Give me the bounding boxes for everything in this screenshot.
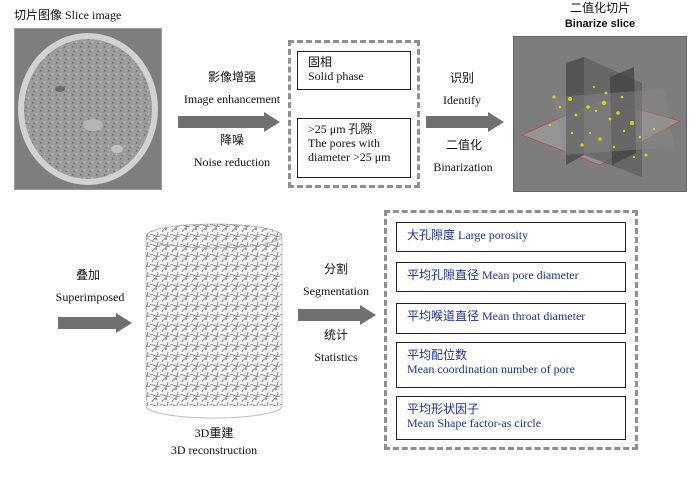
- binarization-cn-label: 二值化: [445, 138, 482, 152]
- statistics-label: Statistics: [314, 350, 358, 364]
- binarization-label: Binarization: [433, 160, 493, 174]
- solid-phase-box: 固相 Solid phase: [297, 51, 411, 90]
- binarize-slice-cn-caption: 二值化切片: [569, 1, 630, 15]
- solid-phase-cn: 固相: [308, 55, 333, 69]
- superimposed-arrow: [58, 313, 132, 333]
- slice-image-caption: 切片图像 Slice image: [14, 8, 122, 22]
- segmentation-arrow: [298, 305, 376, 325]
- solid-phase-en: Solid phase: [308, 69, 364, 83]
- segmentation-label: Segmentation: [303, 284, 369, 298]
- metric-mean-pore-diameter-text: 平均孔隙直径 Mean pore diameter: [407, 268, 579, 282]
- 3d-reconstruction-cn-caption: 3D重建: [194, 426, 234, 440]
- 3d-reconstruction-caption: 3D reconstruction: [170, 443, 258, 457]
- superimposed-label: Superimposed: [55, 290, 125, 304]
- 3d-reconstruction-image: [140, 222, 288, 422]
- image-enhancement-label: Image enhancement: [183, 92, 281, 106]
- binarize-slice-caption: Binarize slice: [564, 18, 636, 30]
- metric-large-porosity-text: 大孔隙度 Large porosity: [407, 228, 529, 242]
- slice-image-graphic: [15, 29, 161, 189]
- pores-box: >25 μm 孔隙 The pores with diameter >25 μm: [297, 118, 411, 178]
- metric-mean-coordination-number-en: Mean coordination number of pore: [407, 362, 575, 376]
- phase-classes-frame: [288, 40, 420, 188]
- 3d-reconstruction-graphic: [145, 223, 283, 419]
- metric-mean-throat-diameter-text: 平均喉道直径 Mean throat diameter: [407, 309, 586, 323]
- binarize-slice-image: [513, 36, 687, 192]
- identify-cn-label: 识别: [449, 71, 474, 85]
- identify-arrow: [426, 112, 504, 132]
- image-enhancement-arrow: [178, 112, 280, 132]
- pores-line3: diameter >25 μm: [308, 150, 391, 164]
- identify-label: Identify: [443, 93, 481, 107]
- metric-mean-shape-factor-en: Mean Shape factor-as circle: [407, 416, 542, 430]
- segmentation-cn-label: 分割: [323, 262, 348, 276]
- metric-large-porosity: 大孔隙度 Large porosity: [396, 222, 626, 252]
- pores-line2: The pores with: [308, 136, 380, 150]
- metrics-frame: [384, 210, 638, 450]
- metric-mean-coordination-number-cn: 平均配位数: [407, 348, 468, 362]
- pores-line1: >25 μm 孔隙: [308, 122, 373, 136]
- noise-reduction-label: Noise reduction: [193, 155, 271, 169]
- slice-image: [14, 28, 162, 190]
- metric-mean-throat-diameter: 平均喉道直径 Mean throat diameter: [396, 303, 626, 334]
- image-enhancement-cn-label: 影像增强: [207, 70, 256, 84]
- metric-mean-shape-factor: 平均形状因子 Mean Shape factor-as circle: [396, 396, 626, 440]
- metric-mean-shape-factor-cn: 平均形状因子: [407, 402, 480, 416]
- metric-mean-pore-diameter: 平均孔隙直径 Mean pore diameter: [396, 262, 626, 292]
- noise-reduction-cn-label: 降噪: [219, 133, 244, 147]
- superimposed-cn-label: 叠加: [75, 268, 100, 282]
- statistics-cn-label: 统计: [323, 328, 348, 342]
- binarize-slice-graphic: [514, 37, 686, 191]
- metric-mean-coordination-number: 平均配位数 Mean coordination number of pore: [396, 342, 626, 388]
